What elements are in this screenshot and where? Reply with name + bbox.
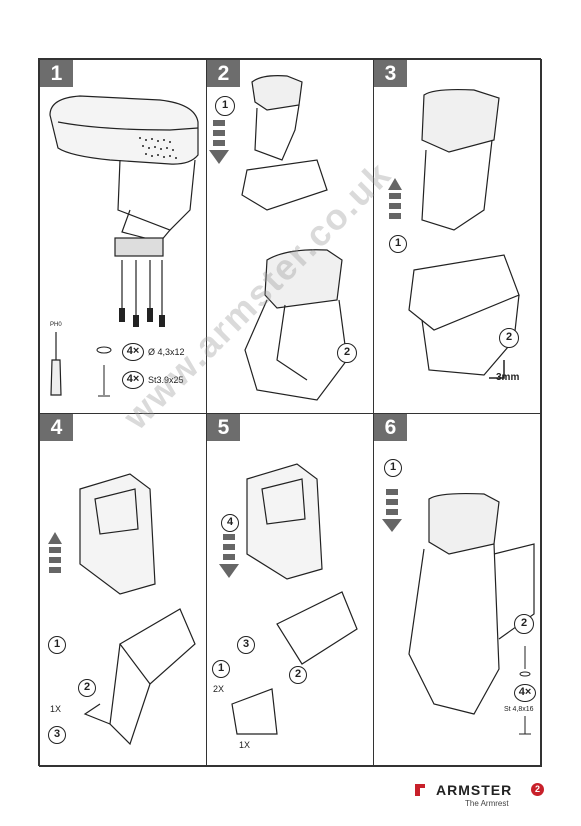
instruction-grid: 1 <box>38 58 542 767</box>
callout-2: 2 <box>499 328 519 348</box>
panel-step-5: 5 4 3 1 2X 2 1X <box>206 413 374 767</box>
callout-1: 1 <box>389 235 407 253</box>
callout-1: 1 <box>215 96 235 116</box>
base-mount-illustration <box>48 473 196 746</box>
step-number: 1 <box>40 60 73 87</box>
panel-step-1: 1 <box>39 59 207 414</box>
hex-key-size: 3mm <box>496 372 520 383</box>
quantity-badge-washer: 4× <box>122 343 144 361</box>
callout-2: 2 <box>337 343 357 363</box>
screw-spec: St3.9x25 <box>148 375 184 385</box>
armrest-open-illustration <box>388 88 520 379</box>
callout-2: 2 <box>289 666 307 684</box>
bracket-mount-illustration <box>219 463 358 735</box>
armrest-base-illustration <box>49 95 199 397</box>
final-assembly-illustration <box>382 489 535 735</box>
quantity-label-b: 1X <box>239 740 251 750</box>
callout-1: 1 <box>212 660 230 678</box>
brand-mark-icon <box>415 784 425 796</box>
panel-step-6: 6 1 2 4× St 4,8x16 <box>373 413 542 767</box>
brand-badge: 2 <box>531 783 544 796</box>
callout-3: 3 <box>48 726 66 744</box>
step-number: 6 <box>374 414 407 441</box>
quantity-badge-screw: 4× <box>122 371 144 389</box>
step-number: 2 <box>207 60 240 87</box>
callout-2: 2 <box>78 679 96 697</box>
callout-3: 3 <box>237 636 255 654</box>
quantity-badge: 4× <box>514 684 536 702</box>
callout-1: 1 <box>384 459 402 477</box>
tool-label: PH0 <box>50 322 62 328</box>
panel-step-2: 2 1 2 <box>206 59 374 414</box>
brand-name: ARMSTER <box>436 782 513 798</box>
brand-tagline: The Armrest <box>465 799 509 808</box>
panel-step-4: 4 1 2 1X 3 <box>39 413 207 767</box>
quantity-label-a: 2X <box>213 684 225 694</box>
armrest-lift-illustration <box>209 75 348 401</box>
brand-logo: ARMSTER 2 The Armrest <box>413 778 553 818</box>
washer-spec: Ø 4,3x12 <box>148 347 185 357</box>
step-number: 4 <box>40 414 73 441</box>
callout-1: 1 <box>48 636 66 654</box>
step-number: 5 <box>207 414 240 441</box>
callout-2: 2 <box>514 614 534 634</box>
callout-4: 4 <box>221 514 239 532</box>
panel-step-3: 3 1 2 3mm <box>373 59 542 414</box>
step-number: 3 <box>374 60 407 87</box>
screw-spec: St 4,8x16 <box>504 706 534 713</box>
quantity-label: 1X <box>50 704 62 714</box>
